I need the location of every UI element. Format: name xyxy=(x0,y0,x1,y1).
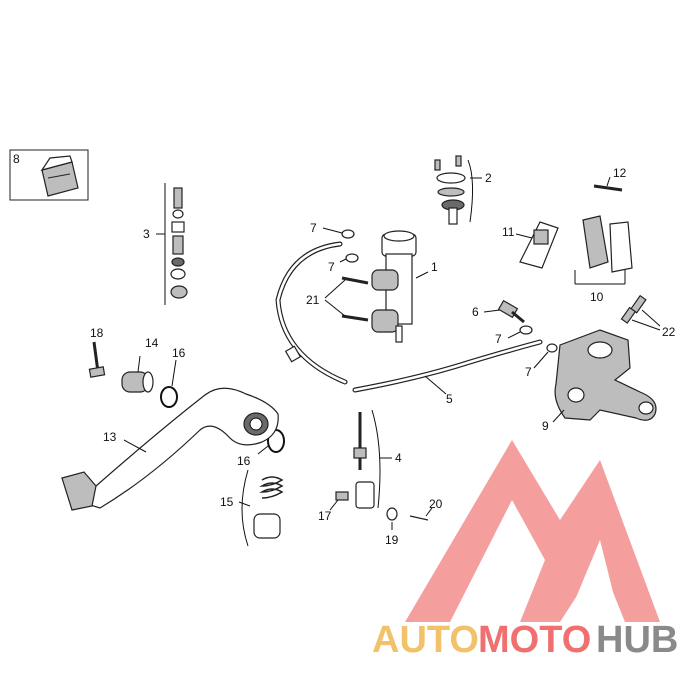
part-4-pushrod xyxy=(353,409,392,509)
part-10-brake-pads xyxy=(574,215,633,285)
watermark-auto: AUTO xyxy=(372,619,479,661)
watermark-moto: MOTO xyxy=(478,619,591,661)
part-22-bleed-screws xyxy=(620,294,661,331)
part-9-caliper xyxy=(552,329,657,423)
part-18-bolt xyxy=(88,341,106,378)
callout-1: 1 xyxy=(431,260,438,274)
part-2-reservoir-cap xyxy=(434,155,474,225)
part-14-bushing xyxy=(121,355,154,393)
callout-21: 21 xyxy=(306,293,320,307)
callout-16b: 16 xyxy=(237,454,251,468)
part-15-spring xyxy=(238,469,284,547)
callout-9: 9 xyxy=(542,419,549,433)
callout-3: 3 xyxy=(143,227,150,241)
part-7-washers-upper xyxy=(322,227,359,263)
reservoir-hose xyxy=(275,241,348,385)
part-11-spring-plate xyxy=(515,221,559,269)
watermark-logo xyxy=(405,440,660,622)
callout-22: 22 xyxy=(662,325,676,339)
callout-10: 10 xyxy=(590,290,604,304)
part-21-screws xyxy=(324,276,369,322)
part-8-kit xyxy=(9,149,89,201)
callout-20: 20 xyxy=(429,497,443,511)
callout-6: 6 xyxy=(472,305,479,319)
watermark-hub: HUB xyxy=(596,619,678,661)
callout-16a: 16 xyxy=(172,346,186,360)
callout-17: 17 xyxy=(318,509,332,523)
part-7-washers-lower xyxy=(507,325,558,369)
callout-8: 8 xyxy=(13,152,20,166)
part-6-banjo-bolt xyxy=(483,299,525,324)
callout-7c: 7 xyxy=(495,332,502,346)
part-12-pin xyxy=(593,176,623,192)
callout-13: 13 xyxy=(103,430,117,444)
part-20-cotter-pin xyxy=(409,507,433,521)
part-1-master-cylinder xyxy=(371,230,429,343)
part-5-brake-line xyxy=(352,339,543,395)
part-19-washer xyxy=(386,507,398,530)
callout-4: 4 xyxy=(395,451,402,465)
callout-15: 15 xyxy=(220,495,234,509)
part-17-pin xyxy=(329,491,349,511)
callout-11: 11 xyxy=(502,225,515,239)
callout-7a: 7 xyxy=(310,221,317,235)
callout-7b: 7 xyxy=(328,260,335,274)
callout-7d: 7 xyxy=(525,365,532,379)
part-3-piston-kit xyxy=(164,183,188,305)
callout-2: 2 xyxy=(485,171,492,185)
callout-14: 14 xyxy=(145,336,159,350)
part-13-brake-pedal xyxy=(61,387,279,511)
callout-19: 19 xyxy=(385,533,399,547)
callout-18: 18 xyxy=(90,326,104,340)
callout-12: 12 xyxy=(613,166,627,180)
callout-5: 5 xyxy=(446,392,453,406)
